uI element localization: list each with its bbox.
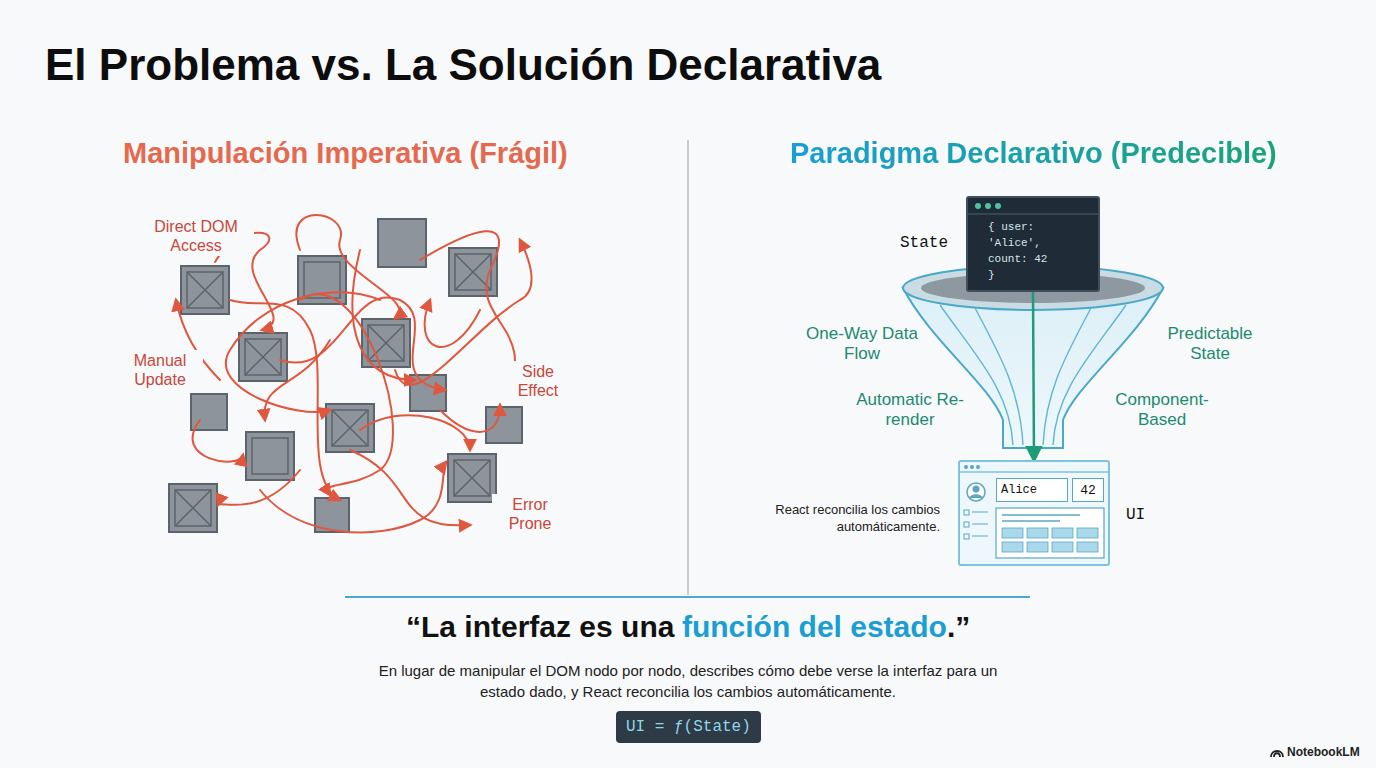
name-field: Alice [996, 478, 1068, 502]
formula: UI = ƒ(State) [616, 711, 761, 743]
square-details [175, 254, 491, 526]
ui-label: UI [1126, 506, 1145, 524]
quote-part: función del estado [682, 610, 947, 643]
watermark-icon [1270, 746, 1284, 758]
state-label: State [900, 234, 948, 252]
problem-label: Manual Update [117, 350, 203, 390]
state-box: State{ user: 'Alice', count: 42 } [966, 196, 1100, 292]
problem-label: Direct DOM Access [138, 216, 254, 256]
state-code: { user: 'Alice', count: 42 } [988, 220, 1058, 284]
field-text: Alice [997, 483, 1041, 497]
description: En lugar de manipular el DOM nodo por no… [368, 660, 1008, 702]
panel-heading: Paradigma Declarativo (Predecible) [790, 137, 1277, 170]
benefit-label: One-Way Data Flow [803, 323, 921, 366]
problem-label: Error Prone [492, 494, 568, 534]
note: React reconcilia los cambios automáticam… [775, 502, 940, 536]
data-flow-arrow [1033, 292, 1034, 460]
window-dots [968, 198, 1098, 218]
ui-window: Alice42UI [958, 460, 1110, 566]
count-field: 42 [1072, 478, 1104, 502]
benefit-label: Automatic Re-render [851, 389, 969, 432]
quote-part: .” [947, 610, 970, 643]
separator [345, 596, 1030, 598]
watermark: NotebookLM [1287, 745, 1360, 759]
benefit-label: Predictable State [1151, 323, 1269, 366]
tangled-arrows [176, 215, 532, 532]
title: El Problema vs. La Solución Declarativa [45, 40, 881, 90]
problem-label: Side Effect [500, 361, 576, 401]
panel-heading: Manipulación Imperativa (Frágil) [123, 137, 568, 170]
quote-part: “La interfaz es una [406, 610, 674, 643]
benefit-label: Component-Based [1103, 389, 1221, 432]
divider [687, 140, 689, 595]
dom-squares [169, 219, 522, 532]
field-text: 42 [1076, 483, 1100, 498]
quote: “La interfaz es unafunción del estado.” [406, 610, 970, 644]
